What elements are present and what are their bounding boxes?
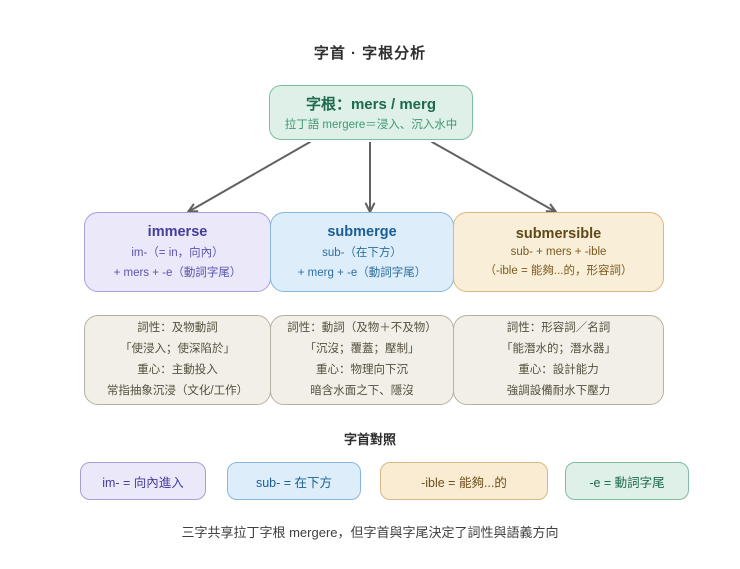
affix-section-heading: 字首對照 <box>343 432 396 447</box>
branch-arrows <box>187 142 557 213</box>
root-box-title: 字根：mers / merg <box>305 96 437 113</box>
word-morphology-line: im-（= in，向內） <box>131 247 224 259</box>
detail-line: 「能潛水的；潛水器」 <box>501 343 616 355</box>
detail-line: 重心：主動投入 <box>137 364 218 376</box>
page-title: 字首 · 字根分析 <box>313 45 427 62</box>
detail-box-submerge: 詞性：動詞（及物＋不及物） 「沉沒；覆蓋；壓制」 重心：物理向下沉 暗含水面之下… <box>270 315 454 405</box>
arrow-to-submersible-icon <box>431 142 557 213</box>
arrow-to-submerge-icon <box>364 142 376 213</box>
root-box: 字根：mers / merg 拉丁語 mergere＝浸入、沉入水中 <box>269 85 473 140</box>
detail-box-immerse: 詞性：及物動詞 「使浸入；使深陷於」 重心：主動投入 常指抽象沉浸（文化/工作） <box>84 315 271 405</box>
word-title: submersible <box>515 226 602 242</box>
affix-box-im: im- = 向內進入 <box>80 462 206 500</box>
word-morphology-line: （-ible = 能夠...的，形容詞） <box>484 265 633 277</box>
detail-line: 詞性：動詞（及物＋不及物） <box>287 322 437 334</box>
affix-box-ible: -ible = 能夠...的 <box>380 462 548 500</box>
footer-note: 三字共享拉丁字根 mergere，但字首與字尾決定了詞性與語義方向 <box>181 525 559 540</box>
word-morphology-line: + merg + -e（動詞字尾） <box>297 267 427 279</box>
detail-line: 暗含水面之下、隱沒 <box>310 385 414 397</box>
word-morphology-line: sub-（在下方） <box>322 247 402 259</box>
word-box-submersible: submersible sub- + mers + -ible （-ible =… <box>453 212 664 292</box>
root-box-subtitle: 拉丁語 mergere＝浸入、沉入水中 <box>284 119 458 131</box>
detail-line: 「沉沒；覆蓋；壓制」 <box>304 343 420 355</box>
word-box-immerse: immerse im-（= in，向內） + mers + -e（動詞字尾） <box>84 212 271 292</box>
word-title: immerse <box>147 224 208 240</box>
detail-line: 重心：設計能力 <box>518 364 599 376</box>
detail-line: 詞性：及物動詞 <box>137 322 218 334</box>
affix-box-e: -e = 動詞字尾 <box>565 462 689 500</box>
word-title: submerge <box>327 224 397 240</box>
detail-box-submersible: 詞性：形容詞／名詞 「能潛水的；潛水器」 重心：設計能力 強調設備耐水下壓力 <box>453 315 664 405</box>
word-morphology-line: sub- + mers + -ible <box>510 246 607 258</box>
arrow-to-immerse-icon <box>187 142 311 213</box>
detail-line: 強調設備耐水下壓力 <box>506 385 611 397</box>
detail-line: 重心：物理向下沉 <box>316 364 408 376</box>
word-box-submerge: submerge sub-（在下方） + merg + -e（動詞字尾） <box>270 212 454 292</box>
detail-line: 常指抽象沉浸（文化/工作） <box>106 385 249 397</box>
word-morphology-line: + mers + -e（動詞字尾） <box>113 267 242 279</box>
affix-box-sub: sub- = 在下方 <box>227 462 361 500</box>
detail-line: 「使浸入；使深陷於」 <box>120 343 235 355</box>
detail-line: 詞性：形容詞／名詞 <box>506 322 611 334</box>
